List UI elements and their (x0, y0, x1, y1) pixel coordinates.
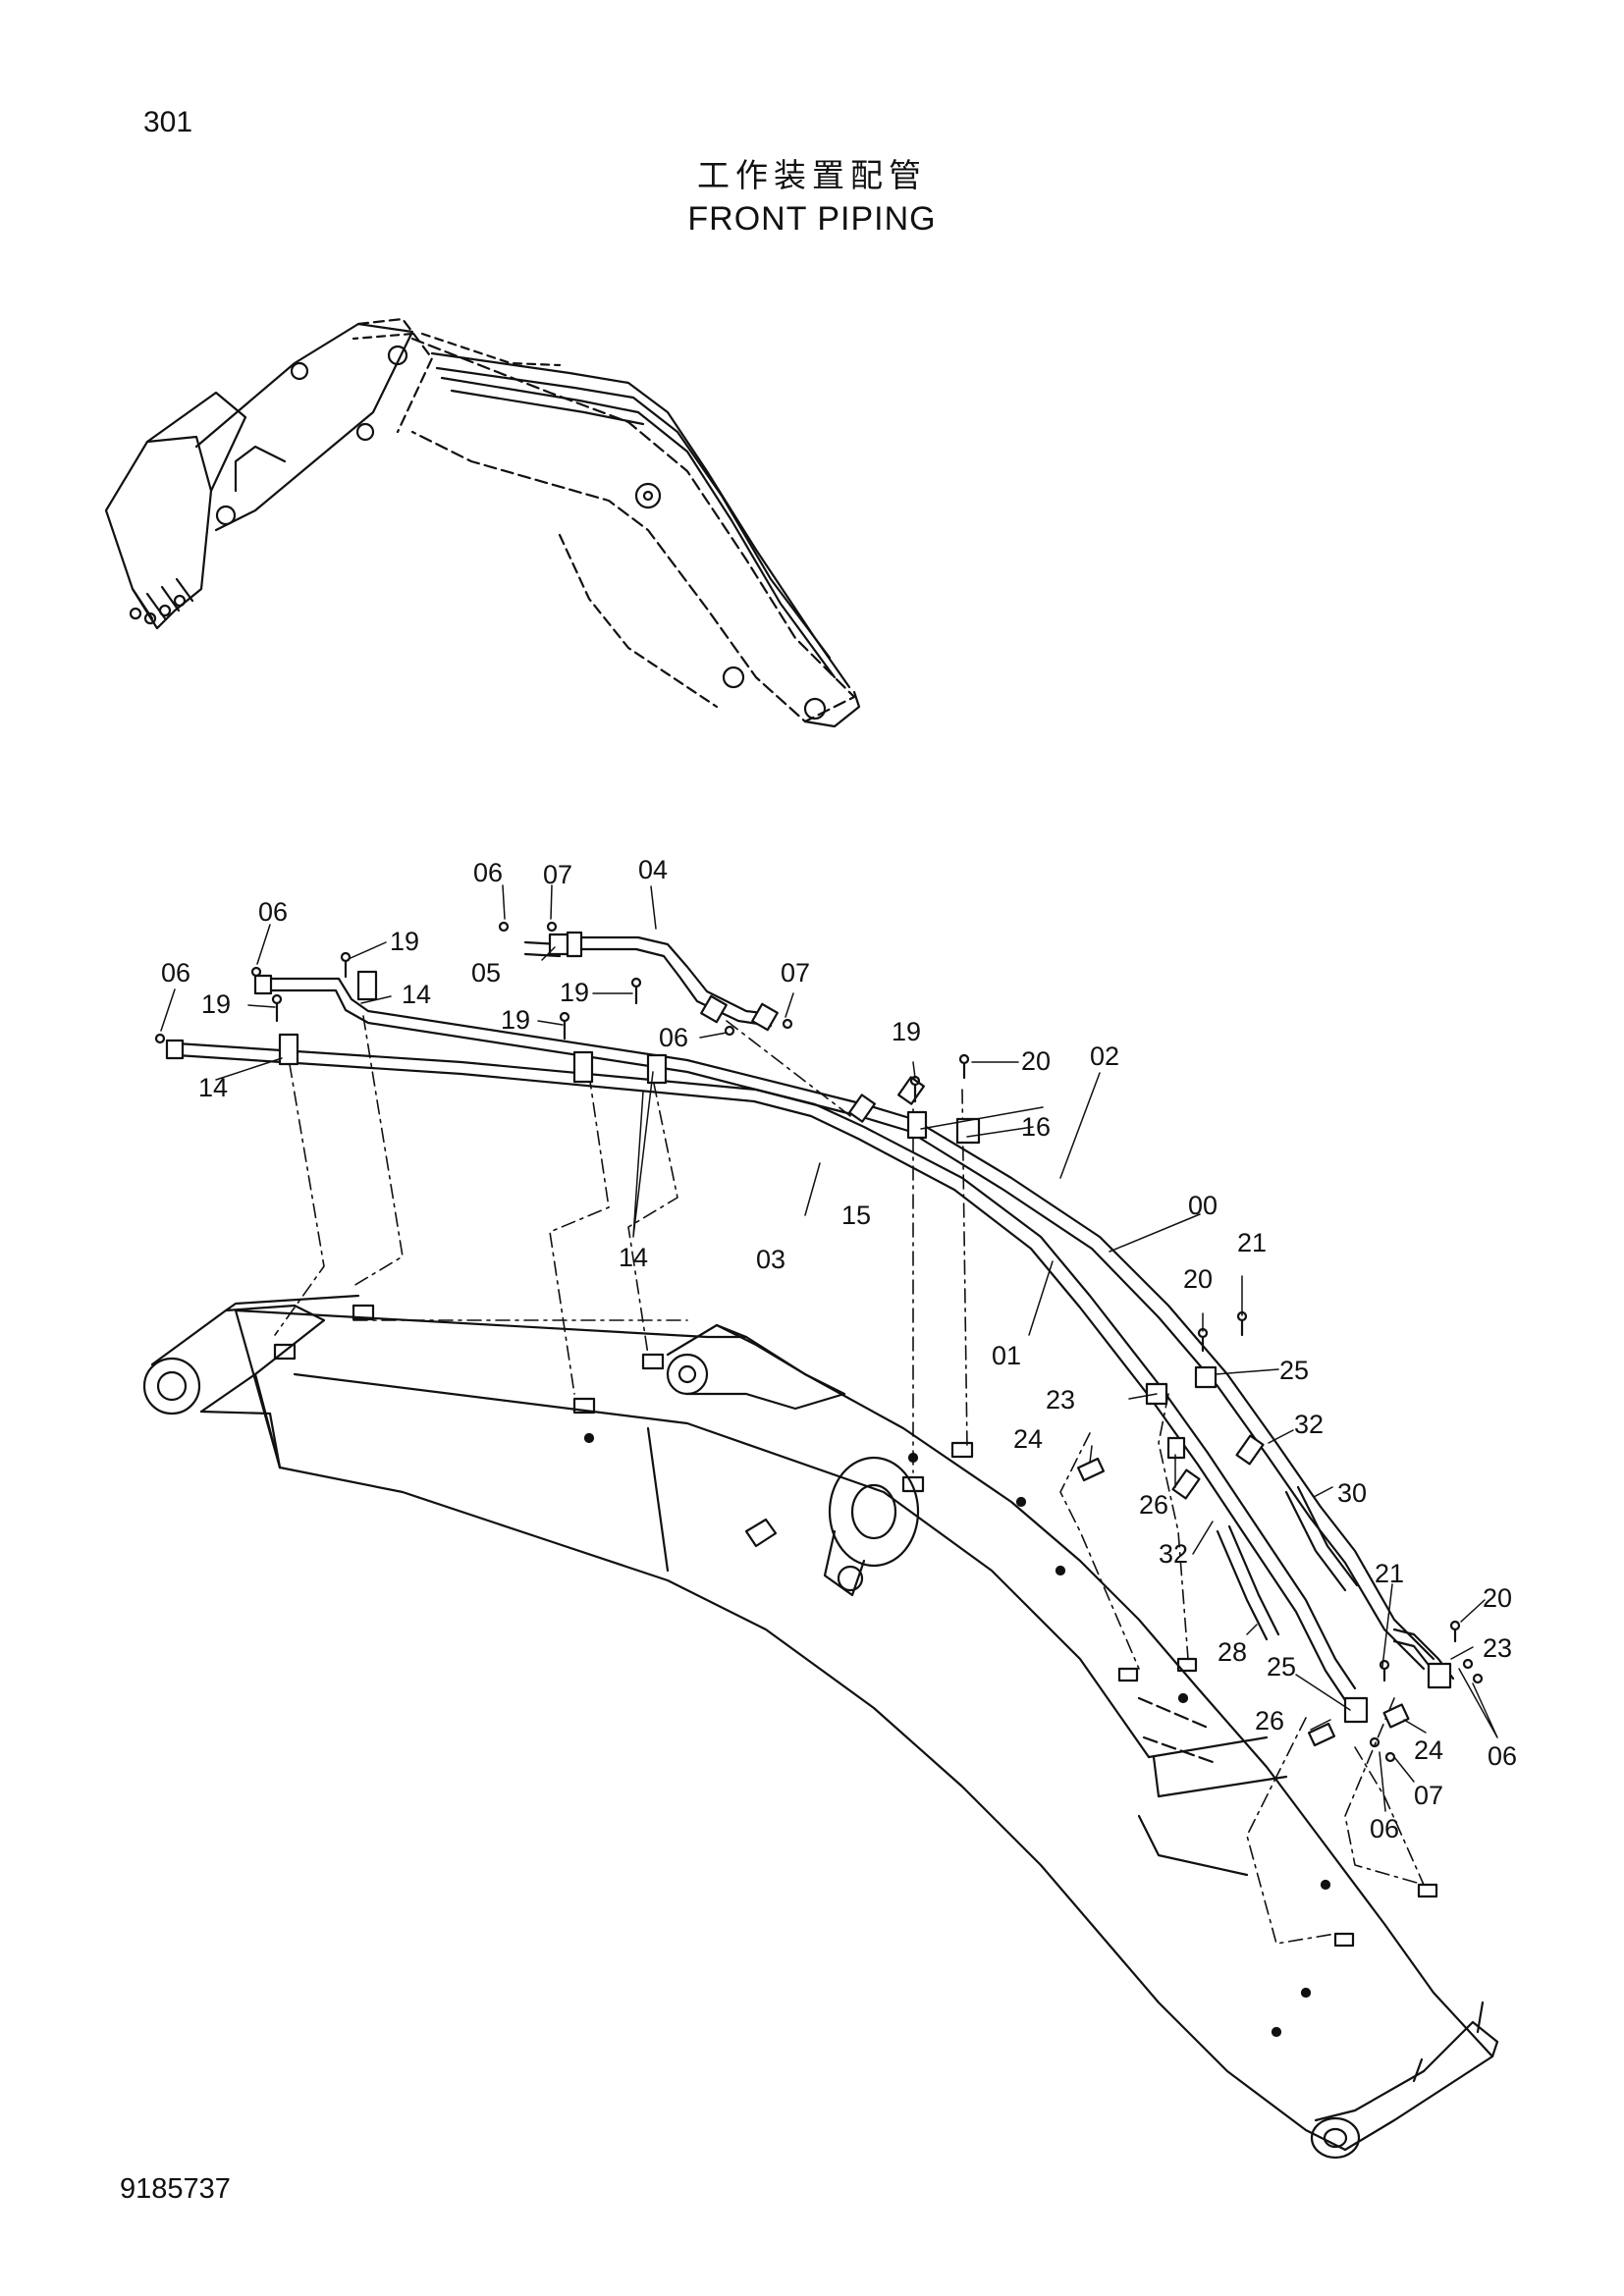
callout-06: 06 (1370, 1814, 1399, 1843)
callout-05: 05 (471, 958, 501, 988)
callout-19: 19 (501, 1005, 530, 1035)
leader-lines (160, 884, 1498, 1812)
callout-21: 21 (1237, 1228, 1267, 1257)
callout-01: 01 (992, 1341, 1021, 1370)
callout-25: 25 (1267, 1652, 1296, 1682)
callout-labels: 06 07 04 06 19 05 07 06 14 19 19 19 06 1… (161, 855, 1517, 1843)
page-number: 301 (143, 106, 193, 138)
callout-06: 06 (1488, 1741, 1517, 1771)
callout-19: 19 (390, 927, 419, 956)
assembly-lines (274, 1015, 1425, 1945)
callout-00: 00 (1188, 1191, 1218, 1220)
callout-25: 25 (1279, 1356, 1309, 1385)
callout-32: 32 (1159, 1539, 1188, 1569)
callout-07: 07 (543, 860, 572, 889)
callout-07: 07 (781, 958, 810, 988)
callout-32: 32 (1294, 1410, 1324, 1439)
pipes (154, 921, 1484, 1763)
callout-28: 28 (1218, 1637, 1247, 1667)
boom-body (142, 1294, 1499, 2160)
callout-20: 20 (1021, 1046, 1051, 1076)
callout-19: 19 (892, 1017, 921, 1046)
document-code: 9185737 (120, 2173, 231, 2205)
callout-06: 06 (473, 858, 503, 887)
callout-15: 15 (841, 1201, 871, 1230)
callout-06: 06 (161, 958, 190, 988)
callout-20: 20 (1183, 1264, 1213, 1294)
callout-02: 02 (1090, 1041, 1119, 1071)
callout-14: 14 (402, 980, 431, 1009)
callout-14: 14 (619, 1243, 648, 1272)
callout-16: 16 (1021, 1112, 1051, 1142)
title-chinese: 工作装置配管 (697, 156, 927, 194)
callout-06: 06 (659, 1023, 688, 1052)
callout-30: 30 (1337, 1478, 1367, 1508)
overview-illustration (104, 317, 861, 728)
callout-23: 23 (1046, 1385, 1075, 1415)
callout-03: 03 (756, 1245, 785, 1274)
callout-20: 20 (1483, 1583, 1512, 1613)
callout-23: 23 (1483, 1633, 1512, 1663)
callout-26: 26 (1139, 1490, 1168, 1520)
title-english: FRONT PIPING (687, 200, 937, 238)
callout-04: 04 (638, 855, 668, 884)
callout-07: 07 (1414, 1781, 1443, 1810)
callout-14: 14 (198, 1073, 228, 1102)
callout-19: 19 (560, 978, 589, 1007)
callout-24: 24 (1013, 1424, 1043, 1454)
callout-26: 26 (1255, 1706, 1284, 1735)
callout-24: 24 (1414, 1735, 1443, 1765)
callout-19: 19 (201, 989, 231, 1019)
callout-06: 06 (258, 897, 288, 927)
callout-21: 21 (1375, 1559, 1404, 1588)
